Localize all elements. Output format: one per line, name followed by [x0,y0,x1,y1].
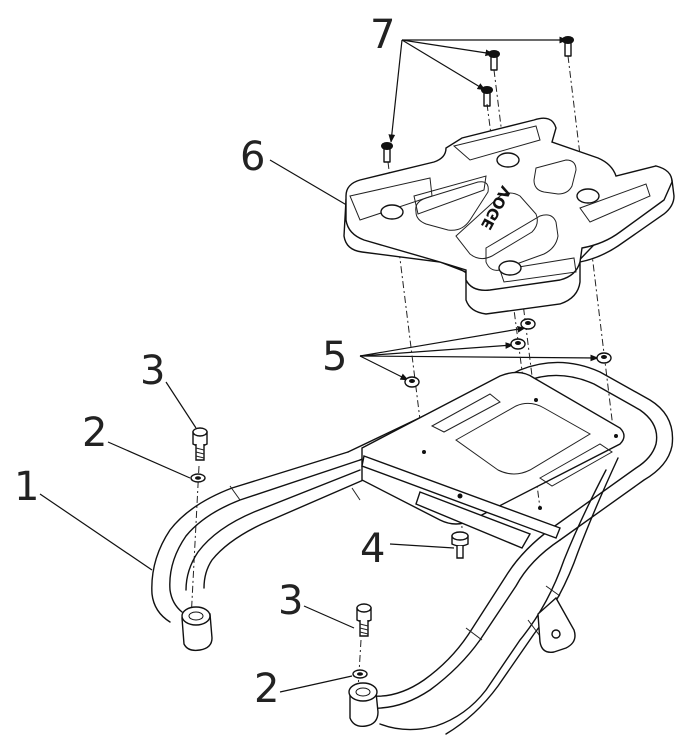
callout-3-upper: 3 [140,348,165,394]
spacers [404,318,612,388]
callout-5: 5 [322,334,347,380]
callout-1: 1 [14,464,39,510]
washer-lower [352,669,368,679]
top-plate: VOGE [343,117,675,315]
plate-screw-top-center [488,50,500,71]
leader-lines [39,36,599,693]
bolt-upper [192,427,208,461]
plate-screw-left [381,142,393,163]
bolt-lower [356,603,372,637]
plate-screw-mid [481,86,493,107]
spacer-c [596,352,612,364]
callout-3-lower: 3 [278,578,303,624]
callout-4: 4 [360,526,385,572]
rack-frame [151,361,674,735]
plate-screw-top-right [562,36,574,57]
callout-7: 7 [370,12,395,58]
washer-upper [190,473,206,483]
plate-screws [381,36,574,163]
spacer-b [510,338,526,350]
left-tube-end-cap [181,606,213,652]
spacer-a [520,318,536,330]
callout-2-lower: 2 [254,666,279,712]
spacer-d [404,376,420,388]
callout-6: 6 [240,134,265,180]
center-bolt [451,531,469,559]
callout-2-upper: 2 [82,410,107,456]
right-tube-end-cap [348,682,379,728]
